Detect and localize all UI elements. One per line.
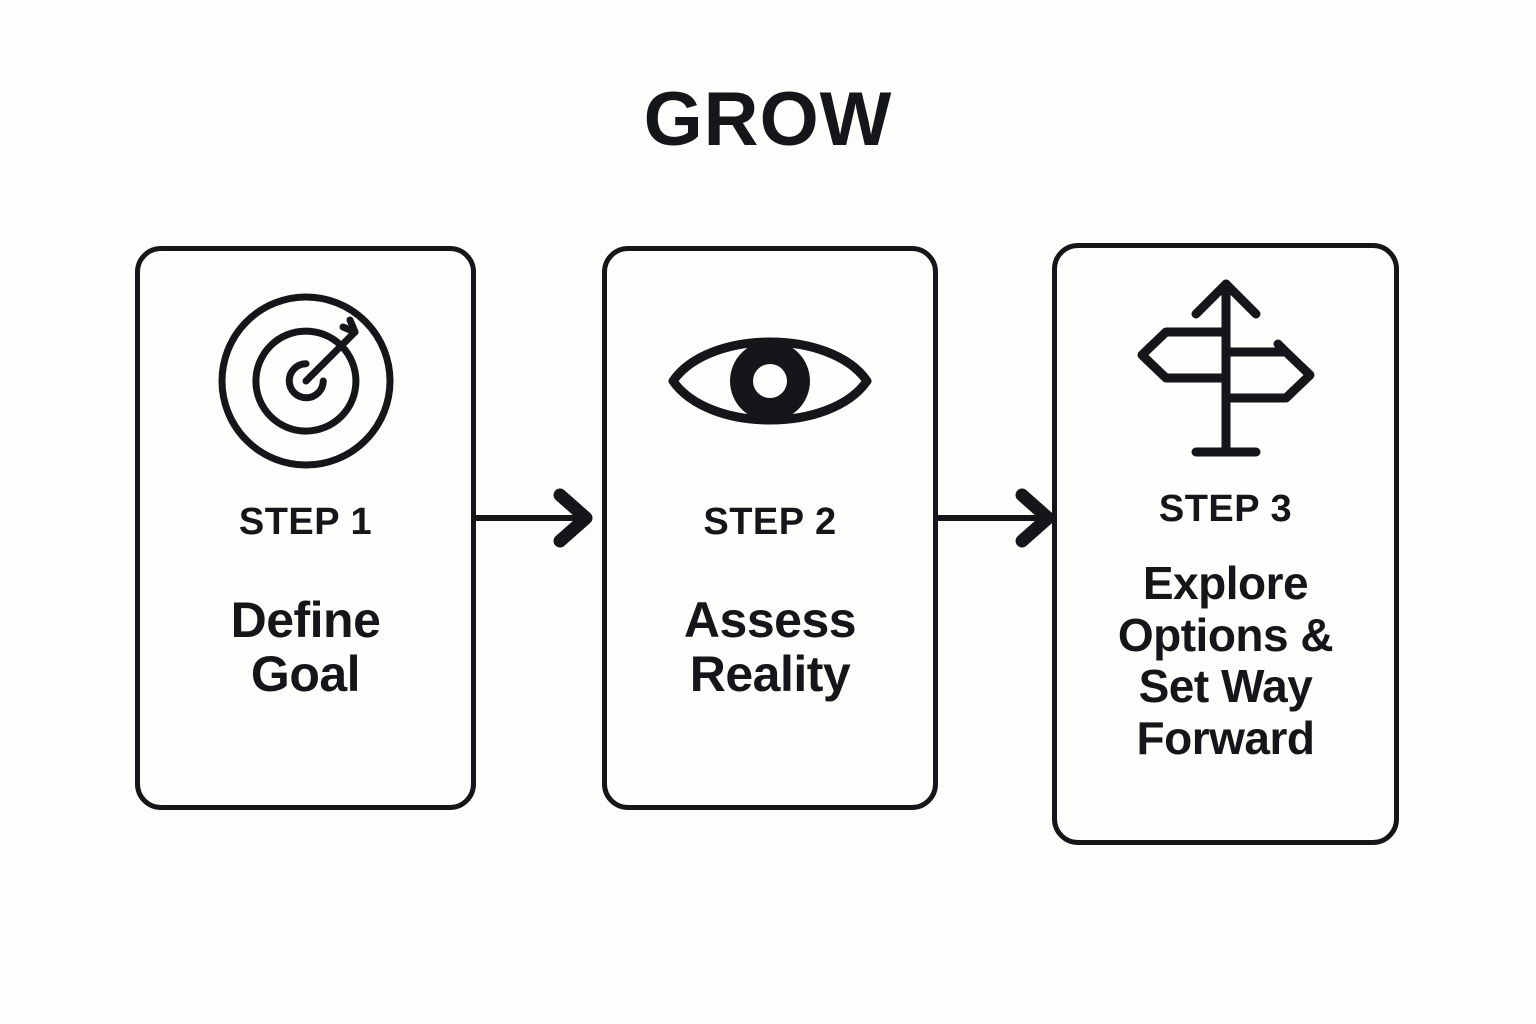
- arrow-right-icon: [938, 487, 1064, 549]
- step-card-1[interactable]: STEP 1 Define Goal: [135, 246, 476, 810]
- step-title-3: Explore Options & Set Way Forward: [1117, 557, 1334, 764]
- step-label-1: STEP 1: [238, 501, 373, 543]
- eye-icon: [607, 281, 933, 481]
- step-title-1: Define Goal: [230, 592, 381, 702]
- step-label-2: STEP 2: [703, 501, 837, 543]
- target-icon: [140, 281, 471, 481]
- step-label-3: STEP 3: [1158, 488, 1293, 530]
- arrow-right-icon: [476, 487, 602, 549]
- signpost-icon: [1057, 270, 1394, 470]
- step-card-2[interactable]: STEP 2 Assess Reality: [602, 246, 938, 810]
- step-title-2: Assess Reality: [683, 592, 857, 702]
- page-title: GROW: [643, 77, 893, 162]
- step-card-3[interactable]: STEP 3 Explore Options & Set Way Forward: [1052, 243, 1399, 845]
